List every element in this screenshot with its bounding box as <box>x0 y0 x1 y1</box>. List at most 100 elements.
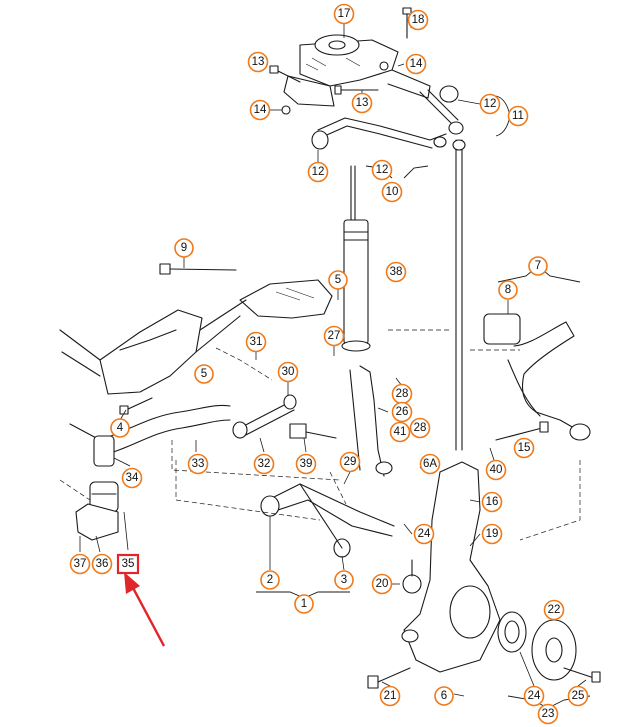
part-label-text: 37 <box>74 558 87 570</box>
part-label-4: 4 <box>110 418 130 438</box>
part-label-ring <box>479 93 501 115</box>
part-label-text: 4 <box>117 422 124 434</box>
part-label-text: 11 <box>512 110 524 122</box>
part-label-text: 12 <box>376 164 389 176</box>
part-label-text: 34 <box>126 472 139 484</box>
part-label-ring <box>260 570 280 590</box>
part-label-text: 38 <box>390 266 403 278</box>
part-label-9: 9 <box>174 238 194 258</box>
part-label-ring <box>245 331 267 353</box>
bolt-25 <box>563 667 601 683</box>
part-label-text: 32 <box>258 458 271 470</box>
part-label-32: 32 <box>253 453 275 475</box>
part-label-text: 28 <box>396 388 409 400</box>
part-label-31: 31 <box>245 331 267 353</box>
part-label-text: 29 <box>344 456 357 468</box>
part-label-text: 30 <box>282 366 295 378</box>
part-label-ring <box>249 99 271 121</box>
upper-arm-front <box>419 85 464 135</box>
part-label-7: 7 <box>528 256 548 276</box>
part-label-36: 36 <box>91 553 113 575</box>
part-label-ring <box>91 553 113 575</box>
part-label-2: 2 <box>260 570 280 590</box>
part-label-13a: 13 <box>247 51 269 73</box>
part-label-text: 2 <box>267 574 273 586</box>
part-label-ring <box>434 686 454 706</box>
part-label-ring <box>389 421 411 443</box>
part-label-text: 12 <box>312 166 325 178</box>
part-label-ring <box>277 361 299 383</box>
part-label-1: 1 <box>294 594 314 614</box>
bolt-15 <box>495 421 549 441</box>
part-label-text: 6A <box>423 458 437 470</box>
part-label-ring <box>498 280 518 300</box>
part-label-ring <box>413 523 435 545</box>
part-label-ring <box>174 238 194 258</box>
part-label-ring <box>419 453 441 475</box>
part-label-35: 35 <box>122 558 135 570</box>
highlight-arrow <box>124 572 166 647</box>
part-label-11: 11 <box>507 105 529 127</box>
part-label-text: 40 <box>490 464 503 476</box>
part-label-ring <box>513 437 535 459</box>
part-label-12a: 12 <box>479 93 501 115</box>
bolt-13-mid <box>334 85 379 95</box>
part-label-ring <box>507 105 529 127</box>
part-label-30: 30 <box>277 361 299 383</box>
part-label-text: 18 <box>412 14 425 26</box>
part-label-ring <box>407 9 429 31</box>
part-label-ring <box>194 364 214 384</box>
part-label-ring <box>391 401 413 423</box>
part-label-text: 8 <box>505 284 511 296</box>
bolt-21 <box>367 667 411 689</box>
part-label-ring <box>339 451 361 473</box>
part-label-28a: 28 <box>391 383 413 405</box>
ball-joint-20 <box>402 559 422 594</box>
part-label-38: 38 <box>385 261 407 283</box>
part-label-29: 29 <box>339 451 361 473</box>
part-label-text: 9 <box>181 242 187 254</box>
part-label-ring <box>334 570 354 590</box>
part-label-text: 1 <box>301 598 307 610</box>
part-label-text: 5 <box>335 274 341 286</box>
part-label-13b: 13 <box>351 92 373 114</box>
shock-absorber <box>341 165 371 352</box>
part-label-18: 18 <box>407 9 429 31</box>
part-label-text: 39 <box>300 458 313 470</box>
part-label-text: 35 <box>122 558 135 570</box>
stabilizer-bar <box>59 329 231 467</box>
highlight-box-35 <box>116 553 140 575</box>
part-label-text: 25 <box>572 690 585 702</box>
nut-14 <box>281 61 389 115</box>
part-label-text: 16 <box>486 496 499 508</box>
part-label-text: 14 <box>254 104 267 116</box>
part-label-text: 26 <box>396 406 409 418</box>
part-label-text: 6 <box>441 690 447 702</box>
part-label-27: 27 <box>323 325 345 347</box>
part-label-6A: 6A <box>419 453 441 475</box>
tie-rod-39 <box>289 423 337 439</box>
part-label-16: 16 <box>481 491 503 513</box>
part-label-5a: 5 <box>328 270 348 290</box>
part-label-ring <box>110 418 130 438</box>
wheel-hub-22 <box>531 619 577 681</box>
part-label-ring <box>481 491 503 513</box>
part-label-ring <box>567 685 589 707</box>
upper-mount-bracket <box>283 34 431 107</box>
part-label-ring <box>537 703 559 725</box>
part-label-33: 33 <box>187 453 209 475</box>
part-label-ring <box>379 685 401 707</box>
part-label-ring <box>69 553 91 575</box>
part-label-12c: 12 <box>307 161 329 183</box>
lower-arm-1 <box>260 483 395 558</box>
stabilizer-bushing-35 <box>75 481 119 541</box>
part-label-ring <box>485 459 507 481</box>
part-label-25: 25 <box>567 685 589 707</box>
part-label-6b: 6 <box>434 686 454 706</box>
part-label-10: 10 <box>381 181 403 203</box>
part-label-5b: 5 <box>194 364 214 384</box>
part-label-8: 8 <box>498 280 518 300</box>
part-label-40: 40 <box>485 459 507 481</box>
part-label-ring <box>481 523 503 545</box>
